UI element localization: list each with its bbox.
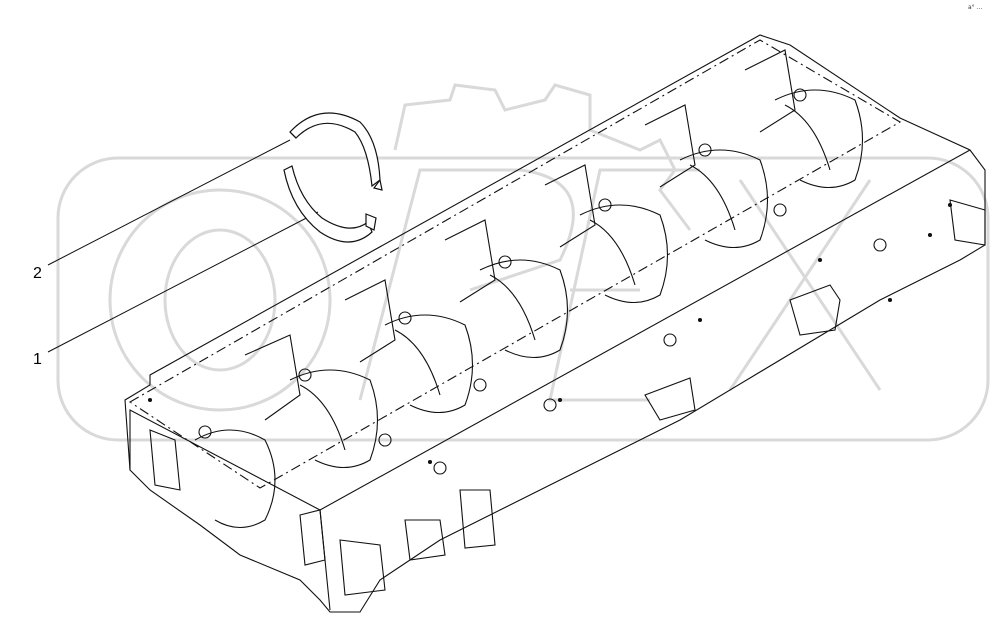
callout-label-1: 1 [33,351,42,368]
leader-line-2 [47,139,291,266]
watermark-letter-x [728,179,882,391]
bearing-caps [299,104,831,451]
bearing-saddles [194,89,864,529]
watermark-logo [56,83,990,442]
watermark-letter-o-inner [163,228,277,372]
block-top-rail [128,39,902,489]
thrust-washer-lower [283,165,377,243]
engine-block [124,34,986,613]
watermark-letter-e [548,168,700,402]
watermark-letter-p [358,168,575,401]
thrust-washer-upper [289,112,383,191]
bolt-holes [198,88,887,475]
block-webs [244,49,796,421]
watermark-letter-o [108,188,332,412]
side-features [149,199,986,596]
leader-line-1 [47,211,319,353]
corner-mark: a° ... [968,4,983,11]
watermark-gear [393,83,692,231]
callout-label-2: 2 [33,265,42,282]
block-outline [124,34,986,613]
leader-lines [47,139,319,353]
watermark-frame [56,156,990,442]
rail-dots [147,202,953,465]
